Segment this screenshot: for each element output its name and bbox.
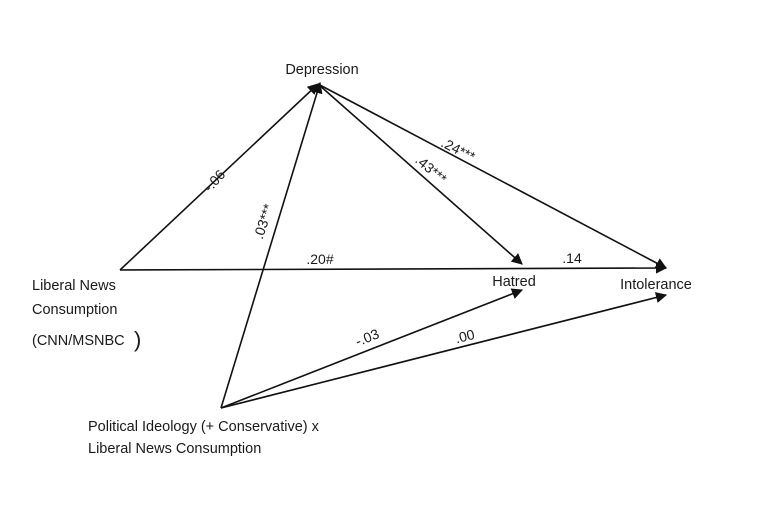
node-liberal-news-paren: ) bbox=[134, 327, 141, 352]
node-interaction-line2: Liberal News Consumption bbox=[88, 441, 261, 457]
edge-interaction-to-intolerance bbox=[220, 292, 668, 409]
edge-liberal-to-intolerance bbox=[119, 262, 668, 274]
edge-depression-to-intolerance bbox=[317, 83, 667, 269]
edge-depression-to-hatred bbox=[317, 83, 523, 265]
edge-interaction-to-hatred bbox=[220, 288, 524, 409]
edge-interaction-to-depression bbox=[220, 81, 323, 409]
edge-liberal-to-depression bbox=[119, 83, 319, 271]
coef-interaction-to-depression: .03*** bbox=[250, 201, 276, 241]
node-liberal-news-line3: (CNN/MSNBC bbox=[32, 333, 125, 349]
node-liberal-news-line1: Liberal News bbox=[32, 278, 116, 294]
coef-hatred-to-intolerance: .14 bbox=[562, 250, 582, 266]
node-depression: Depression bbox=[285, 62, 358, 78]
coef-depression-to-hatred: .43*** bbox=[412, 152, 450, 188]
coef-interaction-to-hatred: -.03 bbox=[353, 325, 382, 349]
node-liberal-news-line2: Consumption bbox=[32, 302, 117, 318]
coef-liberal-to-intolerance: .20# bbox=[306, 251, 333, 267]
node-interaction-line1: Political Ideology (+ Conservative) x bbox=[88, 419, 320, 435]
coef-interaction-to-intolerance: .00 bbox=[453, 326, 476, 346]
coef-depression-to-intolerance: .24*** bbox=[439, 134, 479, 165]
node-hatred: Hatred bbox=[492, 274, 536, 290]
node-intolerance: Intolerance bbox=[620, 277, 692, 293]
